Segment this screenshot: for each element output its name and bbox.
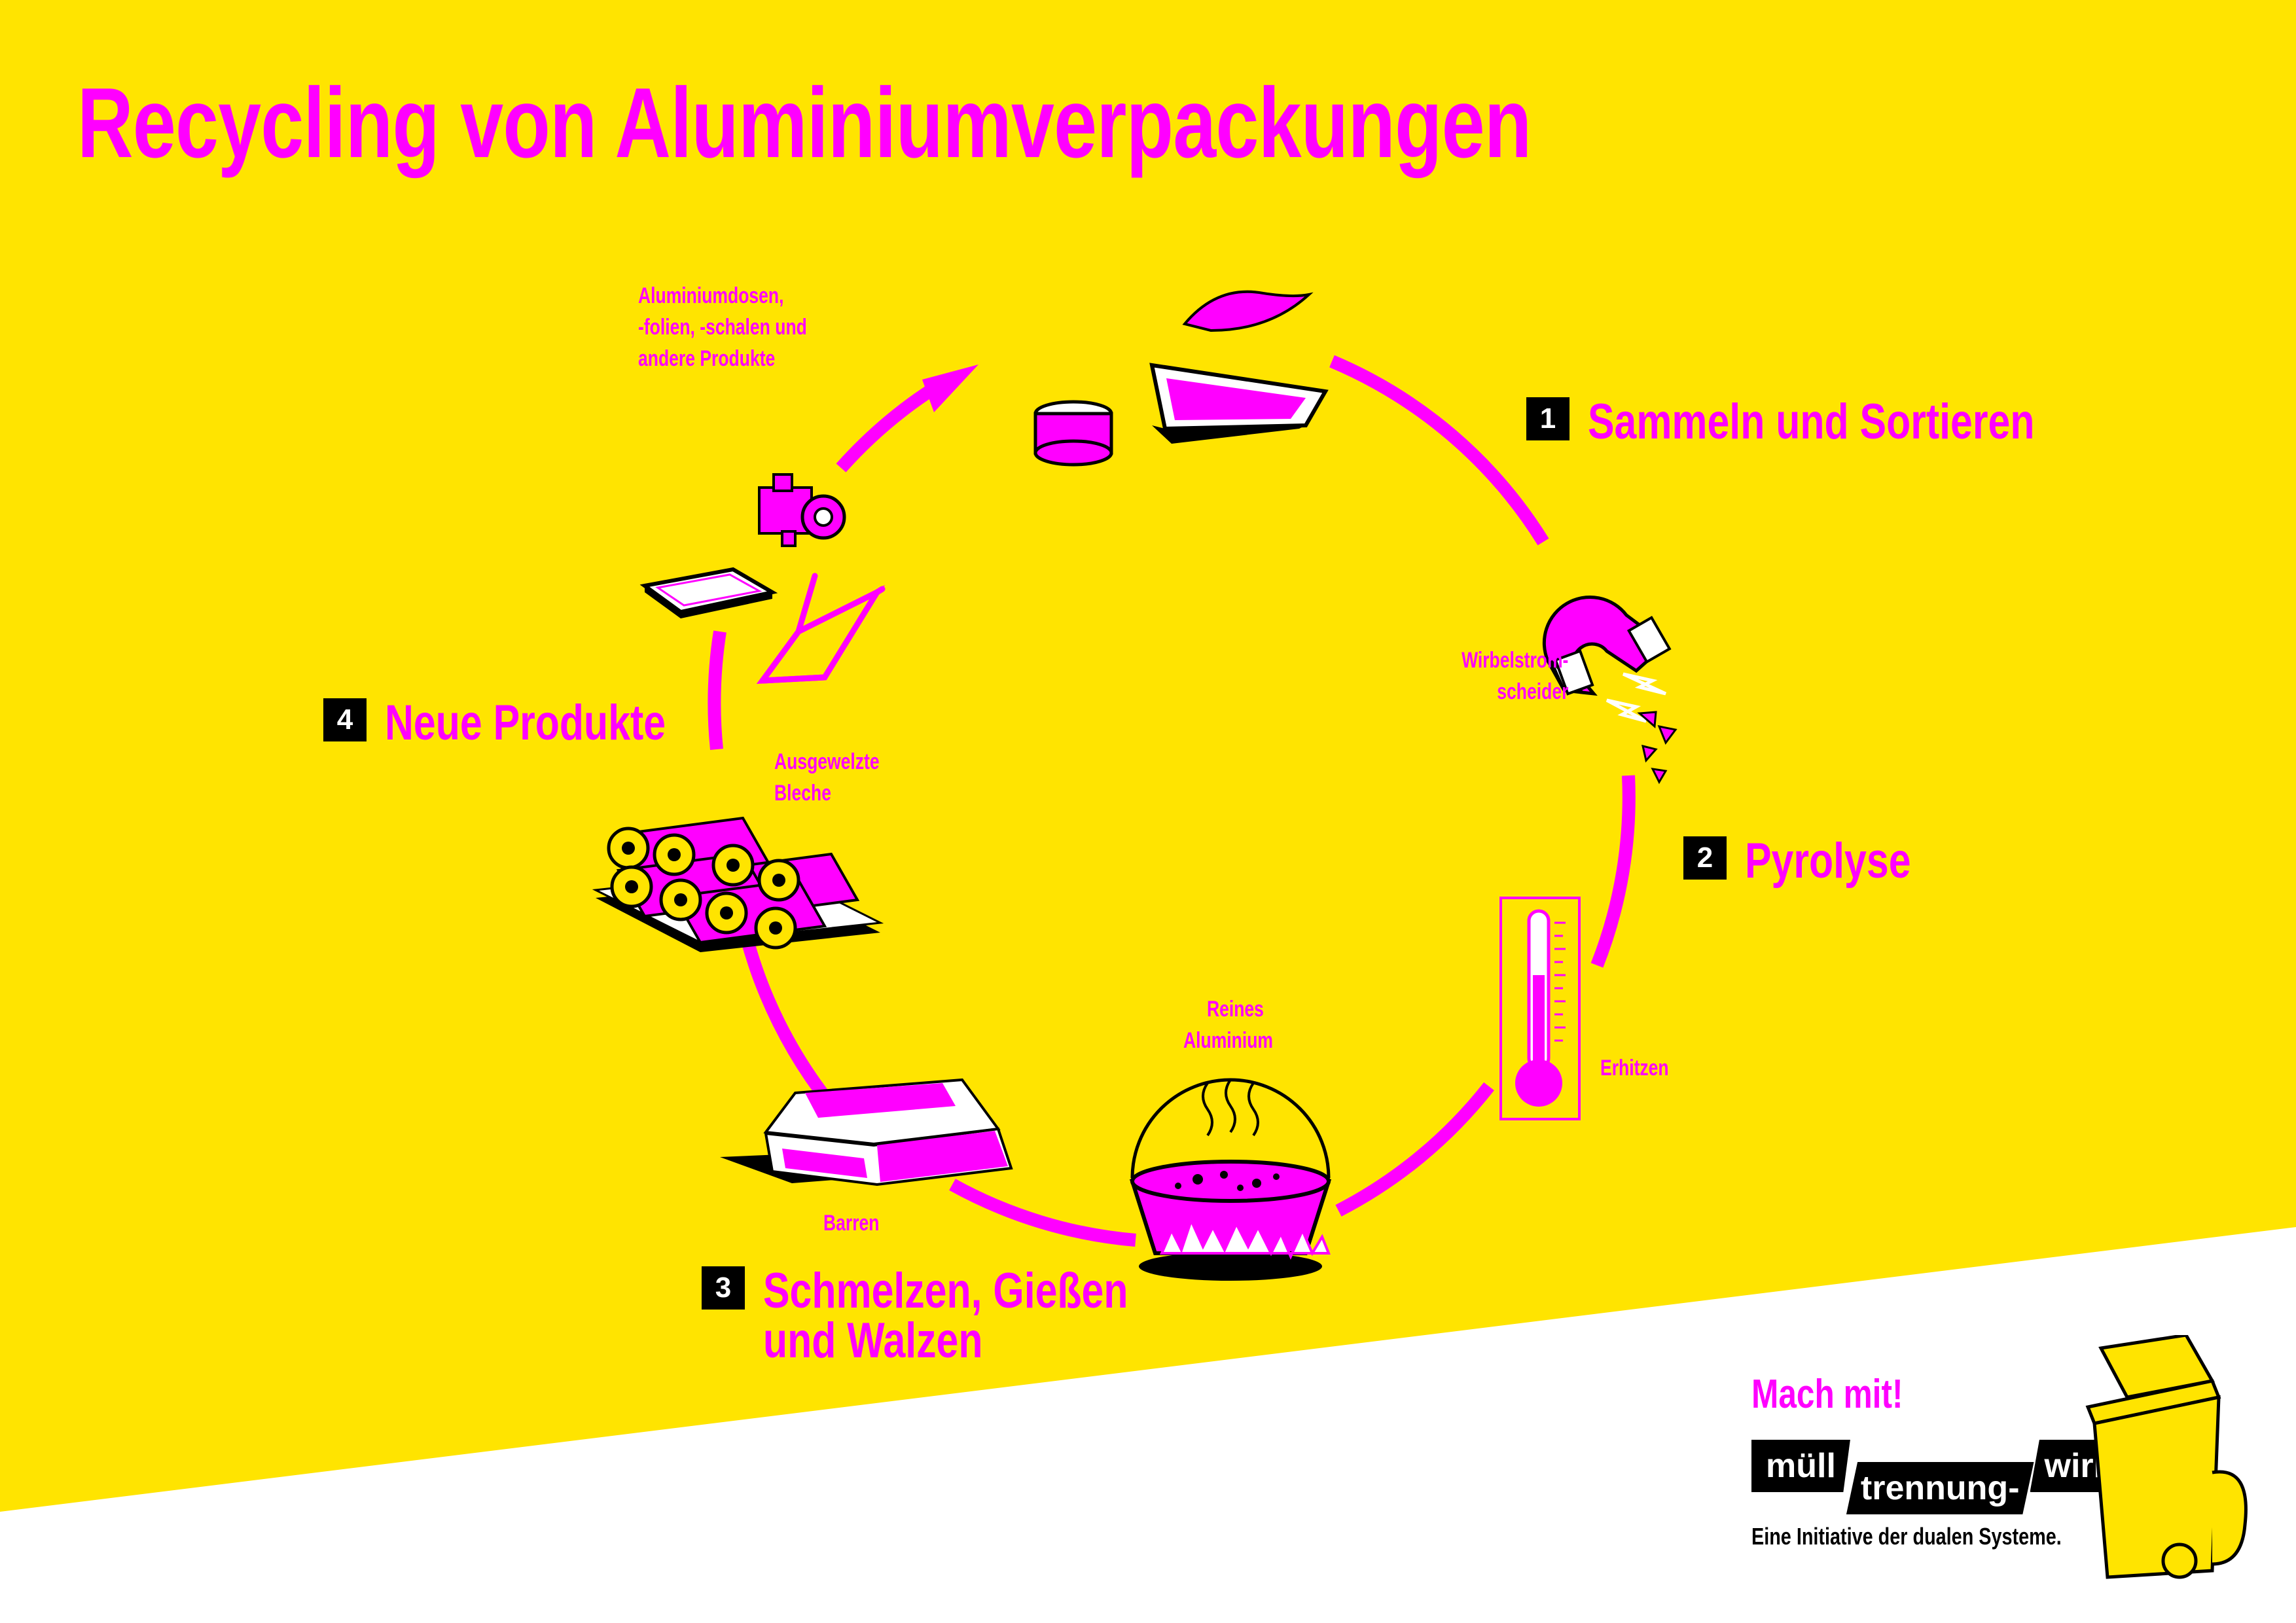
caption-line: -folien, -schalen und xyxy=(638,315,807,340)
step-3: 3 Schmelzen, Gießen und Walzen xyxy=(702,1266,1219,1366)
arc-segment xyxy=(949,1179,1136,1247)
footer-band xyxy=(0,1227,2296,1623)
rolled-sheets-icon xyxy=(592,816,884,952)
step-1: 1 Sammeln und Sortieren xyxy=(1526,397,2146,447)
thermometer-icon xyxy=(1499,897,1581,1120)
arc-segment xyxy=(836,377,946,473)
caption-line: scheider xyxy=(1496,679,1568,704)
arrow-head-icon xyxy=(922,365,978,412)
caption-line: andere Produkte xyxy=(638,346,776,371)
caption-line: Aluminium xyxy=(1183,1028,1274,1053)
step-label: Sammeln und Sortieren xyxy=(1588,394,2035,450)
caption-erhitzen: Erhitzen xyxy=(1600,1056,1669,1080)
tray-icon xyxy=(639,567,778,618)
step-4: 4 Neue Produkte xyxy=(323,698,736,748)
caption-line: Ausgewelzte xyxy=(774,749,880,774)
caption-bleche: Ausgewelzte Bleche xyxy=(774,746,880,809)
step-label: Pyrolyse xyxy=(1745,833,1911,889)
initiative-text: Eine Initiative der dualen Systeme. xyxy=(1751,1523,2062,1550)
brand-part: müll xyxy=(1751,1440,1850,1492)
arc-segment xyxy=(708,630,726,751)
yellow-bin-icon xyxy=(2085,1335,2248,1579)
caption-line: Aluminiumdosen, xyxy=(638,283,784,308)
packaging-icon xyxy=(1033,290,1329,467)
caption-line: Bleche xyxy=(774,781,831,806)
mach-mit-label: Mach mit! xyxy=(1751,1372,1903,1417)
step-2: 2 Pyrolyse xyxy=(1683,836,1952,886)
caption-barren: Barren xyxy=(823,1211,880,1236)
caption-wirbelstromscheider: Wirbelstrom- scheider xyxy=(1462,645,1568,707)
step-number: 3 xyxy=(702,1266,745,1310)
magnet-icon xyxy=(1542,596,1677,785)
bike-frame-icon xyxy=(756,573,886,684)
step-number: 4 xyxy=(323,698,367,741)
melting-pot-icon xyxy=(1129,1078,1332,1281)
brand-part: trennung- xyxy=(1846,1462,2034,1514)
arc-segment xyxy=(1590,775,1636,968)
cycle-arrows xyxy=(708,355,1636,1247)
footer-logo: Mach mit! müll trennung- wirkt.de Eine I… xyxy=(1751,1371,2188,1550)
step-label: Schmelzen, Gießen und Walzen xyxy=(763,1266,1128,1366)
arc-segment xyxy=(1329,355,1549,546)
ingots-icon xyxy=(720,1078,1013,1186)
caption-products: Aluminiumdosen, -folien, -schalen und an… xyxy=(638,280,807,374)
step-label-line: Schmelzen, Gießen xyxy=(763,1263,1128,1319)
engine-icon xyxy=(758,473,846,547)
step-label: Neue Produkte xyxy=(385,695,666,751)
caption-reines-aluminium: Reines Aluminium xyxy=(1183,993,1273,1056)
page-title: Recycling von Aluminiumverpackungen xyxy=(77,67,1532,179)
step-number: 2 xyxy=(1683,836,1727,880)
step-number: 1 xyxy=(1526,397,1570,440)
caption-line: Reines xyxy=(1206,997,1264,1022)
arc-segment xyxy=(740,934,833,1105)
arc-segment xyxy=(1335,1082,1494,1217)
step-label-line: und Walzen xyxy=(763,1313,983,1368)
caption-line: Wirbelstrom- xyxy=(1461,648,1568,673)
